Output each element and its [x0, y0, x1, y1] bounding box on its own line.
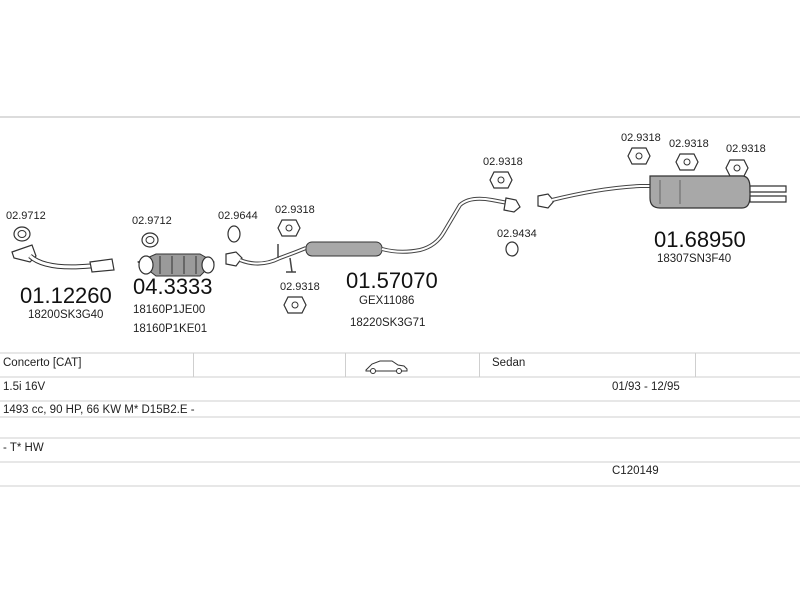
p5-gasket-icon	[505, 241, 519, 257]
p6-ref-1: 18307SN3F40	[657, 253, 731, 265]
engine-cell: 1.5i 16V	[3, 381, 46, 393]
table-sep-4	[695, 353, 696, 377]
p5-clip-b-label: 02.9434	[497, 228, 537, 240]
front-pipe-part	[11, 244, 115, 273]
p3-clip-a-label: 02.9644	[218, 210, 258, 222]
p2-gasket-inner	[145, 236, 155, 244]
extra-cell: - T* HW	[3, 442, 44, 454]
p1-clip-label: 02.9712	[6, 210, 46, 222]
model-cell: Concerto [CAT]	[3, 357, 82, 369]
table-sep-3	[479, 353, 480, 377]
middle-silencer-part	[225, 196, 521, 273]
p3-hanger-c-icon	[283, 296, 307, 314]
catalytic-converter-part	[137, 253, 215, 277]
p6-hanger-a-icon	[627, 147, 651, 165]
body-type-cell: Sedan	[492, 357, 526, 369]
sedan-car-icon	[365, 360, 408, 374]
p2-clip-label: 02.9712	[132, 215, 172, 227]
p6-clip-c-label: 02.9318	[726, 143, 766, 155]
p4-part-number: 01.57070	[346, 268, 438, 293]
p4-ref-1: GEX11086	[359, 295, 414, 307]
p2-ref-1: 18160P1JE00	[133, 304, 205, 316]
p6-part-number: 01.68950	[654, 227, 746, 252]
p1-ref-1: 18200SK3G40	[28, 309, 103, 321]
spec-cell: 1493 cc, 90 HP, 66 KW M* D15B2.E -	[3, 404, 195, 416]
p6-clip-a-label: 02.9318	[621, 132, 661, 144]
years-cell: 01/93 - 12/95	[612, 381, 680, 393]
p2-gasket-icon	[141, 232, 159, 248]
p4-ref-2: 18220SK3G71	[350, 317, 425, 329]
p6-hanger-b-icon	[675, 153, 699, 171]
p1-gasket-inner	[17, 230, 27, 238]
p6-clip-b-label: 02.9318	[669, 138, 709, 150]
rear-silencer-part	[537, 175, 787, 209]
p5-clip-a-label: 02.9318	[483, 156, 523, 168]
table-sep-2	[345, 353, 346, 377]
p1-gasket-icon	[13, 226, 31, 242]
table-sep-1	[193, 353, 194, 377]
p1-part-number: 01.12260	[20, 283, 112, 308]
p2-part-number: 04.3333	[133, 274, 213, 299]
p2-ref-2: 18160P1KE01	[133, 323, 207, 335]
p3-clip-b-label: 02.9318	[275, 204, 315, 216]
p3-clip-c-label: 02.9318	[280, 281, 320, 293]
code-cell: C120149	[612, 465, 659, 477]
p3-hanger-b-icon	[277, 219, 301, 237]
p6-hanger-c-icon	[725, 159, 749, 177]
p5-hanger-a-icon	[489, 171, 513, 189]
p3-gasket-icon	[227, 225, 241, 243]
